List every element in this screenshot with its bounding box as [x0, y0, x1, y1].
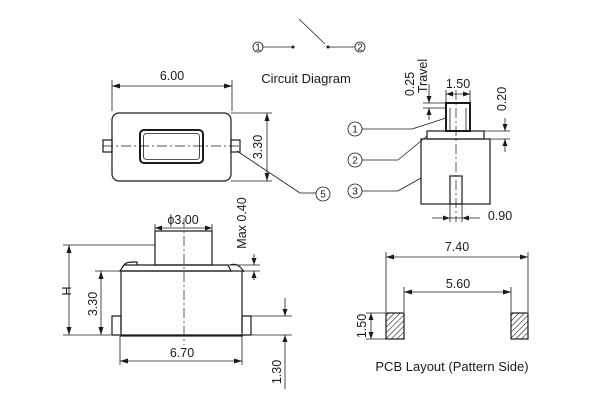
pcb-layout: 7.40 5.60 1.50 PCB Layout (Pattern Side) — [355, 240, 529, 374]
dim-top-height: 3.30 — [251, 135, 265, 159]
dim-top-width: 6.00 — [160, 69, 184, 83]
leader-line-5 — [236, 150, 301, 194]
leader-line-2 — [397, 135, 428, 161]
front-shoulder-left — [123, 261, 138, 266]
dim-pcb-outer: 7.40 — [445, 240, 469, 254]
dim-h: H — [60, 286, 74, 295]
terminal-2-symbol: 2 — [354, 41, 366, 54]
front-view: ϕ3.00 Max 0.40 H 3.30 6.70 1.30 — [60, 197, 292, 389]
leader-line-3 — [397, 177, 422, 192]
circuit-diagram-caption: Circuit Diagram — [261, 71, 351, 86]
callout-1-label: 1 — [352, 125, 358, 136]
dim-stem-width: 1.50 — [446, 77, 470, 91]
front-body — [120, 270, 243, 337]
dim-diameter: ϕ3.00 — [167, 213, 198, 227]
side-body — [420, 138, 491, 205]
terminal-2-label: 2 — [357, 43, 363, 54]
dim-front-width: 6.70 — [170, 346, 194, 360]
callout-3-label: 3 — [352, 187, 358, 198]
side-view: 1.50 0.25 Travel 0.20 0.90 1 2 3 — [347, 59, 512, 223]
top-view: 6.00 3.30 5 — [102, 69, 331, 202]
callout-2-label: 2 — [352, 156, 358, 167]
dim-travel-label: Travel — [416, 59, 430, 93]
switch-contact-blade — [298, 18, 326, 45]
pcb-pad-right — [510, 312, 529, 340]
side-cover-plate — [426, 130, 485, 140]
dim-pcb-inner: 5.60 — [446, 277, 470, 291]
dim-pin: 0.90 — [488, 209, 512, 223]
actuator-button — [139, 129, 204, 164]
pcb-pad-left — [385, 312, 405, 340]
callout-5-circle — [315, 186, 331, 202]
dim-max: Max 0.40 — [235, 197, 249, 248]
side-actuator-stem — [445, 102, 471, 132]
terminal-1-label: 1 — [255, 43, 261, 54]
circuit-node-left — [291, 45, 295, 49]
circuit-diagram: 1 2 Circuit Diagram — [252, 18, 366, 86]
pcb-layout-caption: PCB Layout (Pattern Side) — [375, 359, 528, 374]
front-lead-left — [111, 315, 122, 335]
terminal-1-symbol: 1 — [252, 41, 264, 54]
dim-travel-value: 0.25 — [403, 72, 417, 96]
dim-lead: 1.30 — [270, 360, 284, 384]
callout-5-label: 5 — [320, 190, 326, 201]
dim-offset: 0.20 — [495, 87, 509, 111]
front-lead-right — [241, 315, 252, 335]
switch-body-outline — [111, 112, 232, 182]
leader-line-1 — [411, 117, 447, 130]
dim-front-height: 3.30 — [86, 292, 100, 316]
front-actuator — [154, 230, 213, 266]
dim-pcb-pad: 1.50 — [355, 314, 369, 338]
